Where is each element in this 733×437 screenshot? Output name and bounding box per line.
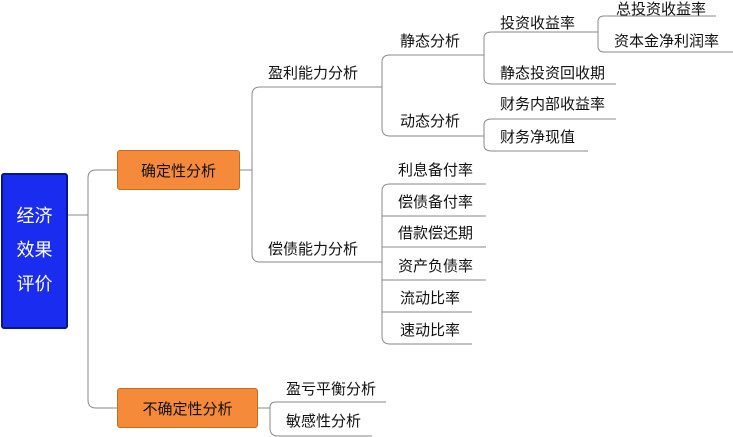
node-static-payback-period[interactable]: 静态投资回收期 — [500, 64, 606, 82]
node-debt-service-coverage-ratio[interactable]: 偿债备付率 — [398, 193, 474, 211]
node-financial-irr[interactable]: 财务内部收益率 — [500, 95, 606, 113]
node-interest-coverage-ratio[interactable]: 利息备付率 — [398, 161, 474, 179]
node-certainty-analysis-label: 确定性分析 — [140, 161, 216, 180]
node-profitability-analysis[interactable]: 盈利能力分析 — [268, 64, 359, 82]
node-dynamic-analysis[interactable]: 动态分析 — [400, 112, 461, 130]
node-loan-repayment-period[interactable]: 借款偿还期 — [398, 224, 474, 242]
node-uncertainty-analysis[interactable]: 不确定性分析 — [117, 388, 258, 428]
node-total-investment-return-rate[interactable]: 总投资收益率 — [616, 0, 707, 18]
node-financial-npv[interactable]: 财务净现值 — [500, 128, 576, 146]
node-break-even-analysis[interactable]: 盈亏平衡分析 — [286, 380, 377, 398]
node-investment-return-rate[interactable]: 投资收益率 — [500, 14, 576, 32]
node-certainty-analysis[interactable]: 确定性分析 — [117, 150, 240, 190]
node-asset-liability-ratio[interactable]: 资产负债率 — [398, 257, 474, 275]
node-sensitivity-analysis[interactable]: 敏感性分析 — [286, 412, 362, 430]
node-quick-ratio[interactable]: 速动比率 — [400, 321, 461, 339]
root-label: 经济 效果 评价 — [16, 206, 53, 295]
node-solvency-analysis[interactable]: 偿债能力分析 — [268, 240, 359, 258]
node-current-ratio[interactable]: 流动比率 — [400, 289, 461, 307]
node-capital-net-profit-rate[interactable]: 资本金净利润率 — [614, 32, 720, 50]
root-node-economic-evaluation[interactable]: 经济 效果 评价 — [1, 173, 68, 329]
node-uncertainty-analysis-label: 不确定性分析 — [142, 399, 233, 418]
node-static-analysis[interactable]: 静态分析 — [400, 32, 461, 50]
